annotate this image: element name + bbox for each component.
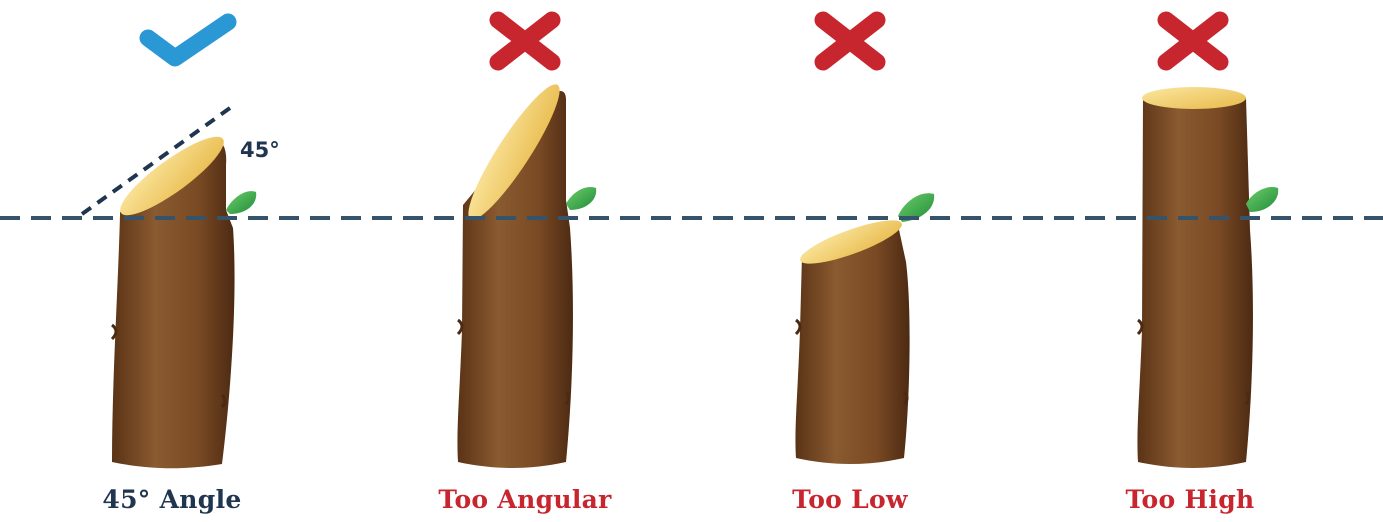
- caption-too-high: Too High: [1125, 485, 1255, 514]
- cut-surface: [800, 220, 902, 264]
- bud-icon: [566, 186, 597, 210]
- cross-icon: [1157, 11, 1229, 71]
- bud-icon: [898, 193, 935, 222]
- caption-too-angular: Too Angular: [438, 485, 612, 514]
- angle-annotation: 45°: [240, 138, 280, 162]
- cut-surface: [120, 136, 224, 216]
- bud-icon: [1246, 186, 1279, 212]
- cross-icon: [489, 11, 561, 71]
- caption-45-angle: 45° Angle: [102, 485, 242, 514]
- stem-too-high: [1136, 87, 1279, 468]
- bud-icon: [226, 191, 257, 214]
- caption-too-low: Too Low: [792, 485, 908, 514]
- stem-45-angle: [110, 136, 257, 469]
- stem-too-angular: [456, 84, 597, 468]
- check-icon: [139, 13, 237, 67]
- cut-surface: [1142, 87, 1246, 109]
- cross-icon: [814, 11, 886, 71]
- cut-surface: [468, 84, 560, 220]
- stem-too-low: [794, 193, 935, 464]
